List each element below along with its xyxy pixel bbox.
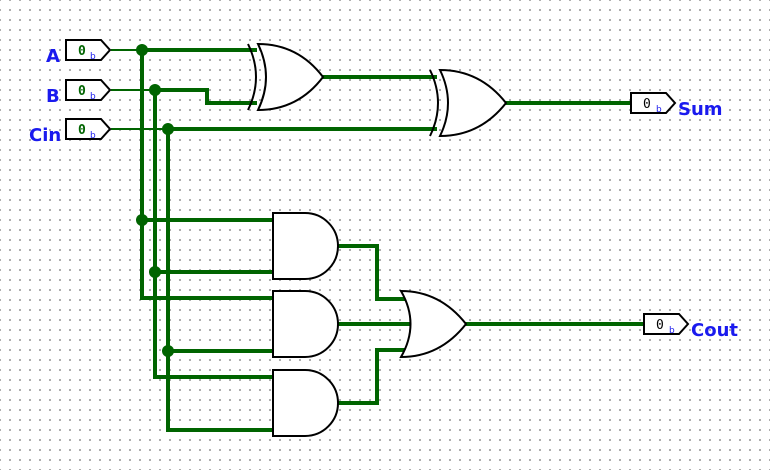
and-gate-2[interactable] [272, 290, 339, 358]
wire-cin-vertical [166, 127, 274, 432]
and-gate-body [272, 212, 339, 280]
pin-base: b [90, 131, 96, 141]
xor-gate-body [256, 42, 325, 112]
wires [111, 48, 645, 432]
pin-base: b [90, 92, 96, 102]
junction-dot [149, 266, 161, 278]
pin-base: b [656, 105, 662, 115]
wire-and3-to-or [335, 348, 410, 405]
wire-b-to-xor1 [153, 88, 257, 105]
output-label-cout: Cout [691, 320, 738, 341]
input-label-cin: Cin [29, 125, 61, 146]
and-gate-body [272, 369, 339, 437]
output-pin-sum[interactable]: 0 b Sum [630, 92, 723, 120]
input-pin-a[interactable]: 0 b A [46, 39, 112, 67]
pin-value: 0 [78, 84, 86, 99]
input-pin-cin[interactable]: 0 b Cin [29, 118, 112, 146]
output-pin-cout[interactable]: 0 b Cout [643, 313, 738, 341]
xor-gate-body [438, 68, 508, 138]
pin-value: 0 [643, 97, 651, 112]
pin-box [630, 92, 677, 114]
junction-dot [149, 84, 161, 96]
and-gate-1[interactable] [272, 212, 339, 280]
or-gate-body [399, 289, 468, 359]
pin-box [643, 313, 690, 335]
junction-dot [162, 345, 174, 357]
input-label-b: B [46, 86, 60, 107]
pin-value: 0 [656, 318, 664, 333]
pin-value: 0 [78, 44, 86, 59]
input-pin-b[interactable]: 0 b B [46, 79, 112, 107]
junction-dot [136, 44, 148, 56]
output-label-sum: Sum [678, 99, 723, 120]
junctions [136, 44, 174, 357]
pin-box [65, 79, 112, 101]
xor-gate-1[interactable] [247, 42, 325, 112]
and-gate-3[interactable] [272, 369, 339, 437]
wire-b-vertical [153, 88, 274, 379]
xor-gate-back-arc [247, 43, 257, 111]
junction-dot [162, 123, 174, 135]
pin-box [65, 118, 112, 140]
pin-value: 0 [78, 123, 86, 138]
wire-and1-to-or [335, 244, 410, 301]
wire-a-vertical [140, 48, 274, 300]
junction-dot [136, 214, 148, 226]
input-label-a: A [46, 46, 60, 67]
pin-base: b [90, 52, 96, 62]
or-gate[interactable] [399, 289, 468, 359]
and-gate-body [272, 290, 339, 358]
pin-base: b [669, 326, 675, 336]
xor-gate-back-arc [429, 69, 439, 137]
xor-gate-2[interactable] [429, 68, 508, 138]
pin-box [65, 39, 112, 61]
